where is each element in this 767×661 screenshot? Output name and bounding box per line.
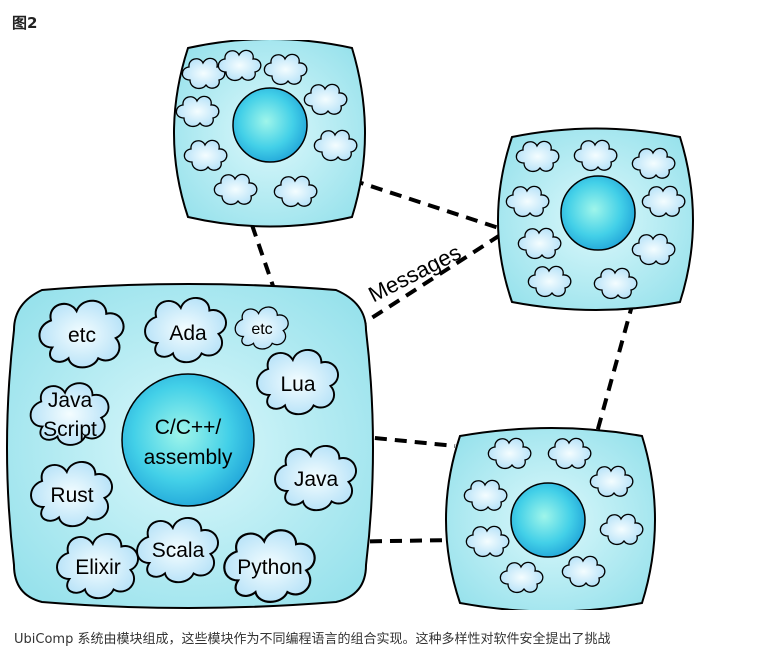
module-core [232, 87, 308, 163]
module-right [497, 127, 694, 311]
link-top-to-main [250, 224, 284, 313]
module-main: C/C++/ assembly etc Ada etc Java Script … [6, 283, 374, 609]
language-lua: Lua [280, 373, 315, 396]
core-label-line1: C/C++/ [155, 416, 222, 439]
core-label-line2: assembly [144, 446, 233, 469]
language-ada: Ada [169, 322, 207, 345]
messages-label: Messages [364, 239, 465, 307]
language-java-script-line2: Script [43, 418, 97, 441]
link-right-to-bottom [594, 301, 635, 437]
figure-label: 图2 [12, 14, 38, 32]
language-java: Java [294, 468, 339, 491]
link-main-to-bottom [354, 434, 456, 448]
core-circle [121, 373, 255, 507]
figure-caption: UbiComp 系统由模块组成，这些模块作为不同编程语言的组合实现。这种多样性对… [14, 632, 611, 647]
language-java-script-line1: Java [48, 389, 93, 412]
language-etc-large: etc [68, 324, 96, 347]
language-etc-small: etc [251, 321, 272, 338]
language-scala: Scala [152, 539, 205, 562]
link-top-to-right [351, 178, 506, 232]
module-bottom [445, 427, 656, 610]
language-elixir: Elixir [75, 556, 121, 579]
module-top [173, 40, 366, 228]
module-diagram: C/C++/ assembly etc Ada etc Java Script … [6, 40, 694, 610]
language-rust: Rust [50, 484, 93, 507]
module-core [510, 482, 586, 558]
language-python: Python [237, 556, 302, 579]
link-main-to-right [320, 230, 507, 352]
module-core [560, 175, 636, 251]
